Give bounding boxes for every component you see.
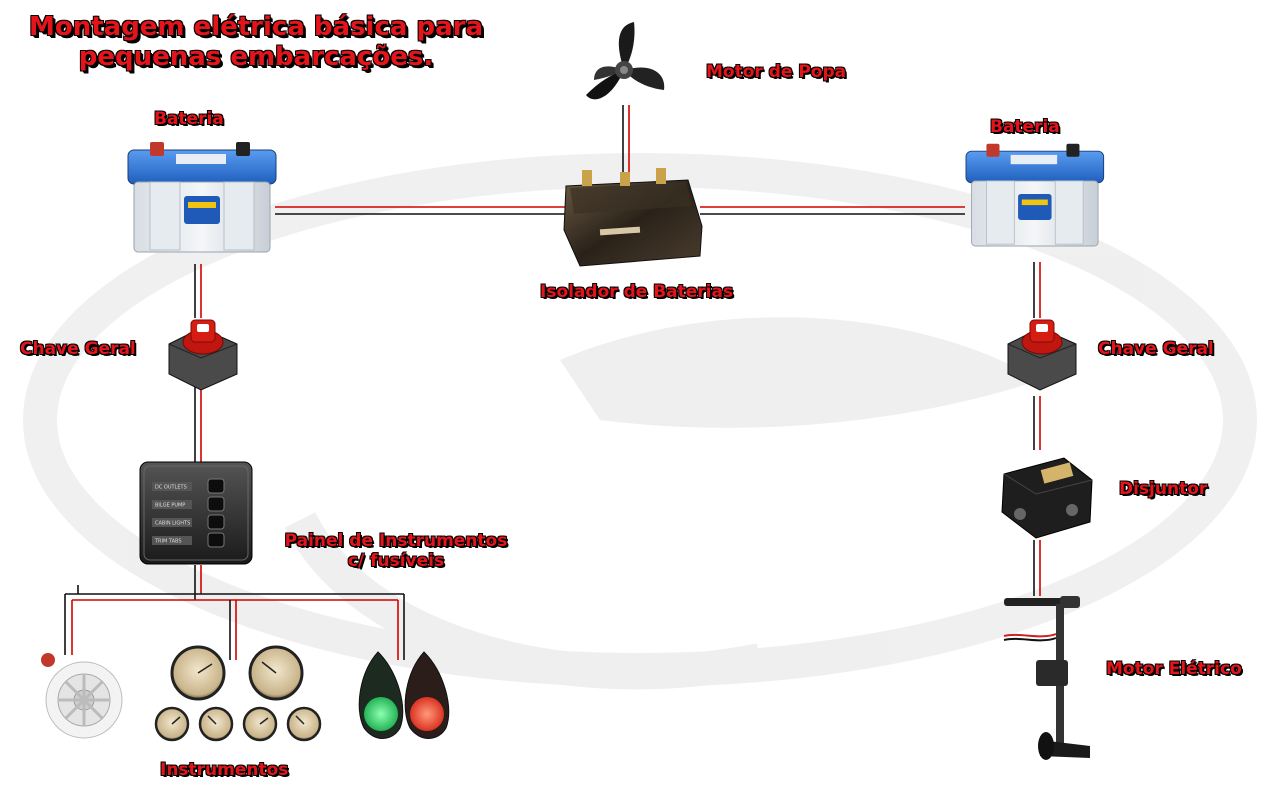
isolator-icon — [563, 168, 703, 267]
panel-switch-label: BILGE PUMP — [155, 503, 185, 509]
switch-icon — [1007, 319, 1077, 391]
gauge-icon — [154, 645, 322, 742]
propeller-icon — [586, 22, 665, 100]
speaker-icon — [41, 653, 123, 739]
nav-light-icon — [358, 651, 450, 739]
title-line-2: pequenas embarcações. — [78, 42, 434, 72]
trolling-motor-icon — [1003, 596, 1090, 760]
wires — [64, 105, 1041, 660]
main-switch-right-label: Chave Geral — [1098, 339, 1214, 359]
diagram-title: Montagem elétrica básica para pequenas e… — [6, 12, 506, 72]
electric-motor-label: Motor Elétrico — [1106, 659, 1242, 679]
battery-isolator-label: Isolador de Baterias — [540, 282, 734, 302]
instrument-panel-label: Painel de Instrumentos c/ fusíveis — [270, 531, 522, 571]
panel-switch-label: DC OUTLETS — [155, 485, 187, 491]
instrument-panel-label-line-2: c/ fusíveis — [347, 551, 445, 571]
title-line-1: Montagem elétrica básica para — [28, 12, 484, 42]
breaker-icon — [1001, 457, 1093, 539]
breaker-label: Disjuntor — [1119, 479, 1208, 499]
instrument-panel-label-line-1: Painel de Instrumentos — [284, 531, 508, 551]
outboard-motor-label: Motor de Popa — [706, 62, 847, 82]
battery-left-label: Bateria — [154, 109, 224, 129]
panel-icon: DC OUTLETS BILGE PUMP CABIN LIGHTS TRIM … — [139, 461, 253, 565]
instruments-label: Instrumentos — [160, 760, 289, 780]
battery-right-label: Bateria — [990, 117, 1060, 137]
panel-switch-label: CABIN LIGHTS — [155, 521, 190, 527]
battery-icon — [965, 143, 1105, 247]
main-switch-left-label: Chave Geral — [20, 339, 136, 359]
watermark — [23, 153, 1257, 690]
switch-icon — [168, 319, 238, 391]
panel-switch-label: TRIM TABS — [154, 539, 182, 545]
battery-icon — [127, 142, 277, 253]
